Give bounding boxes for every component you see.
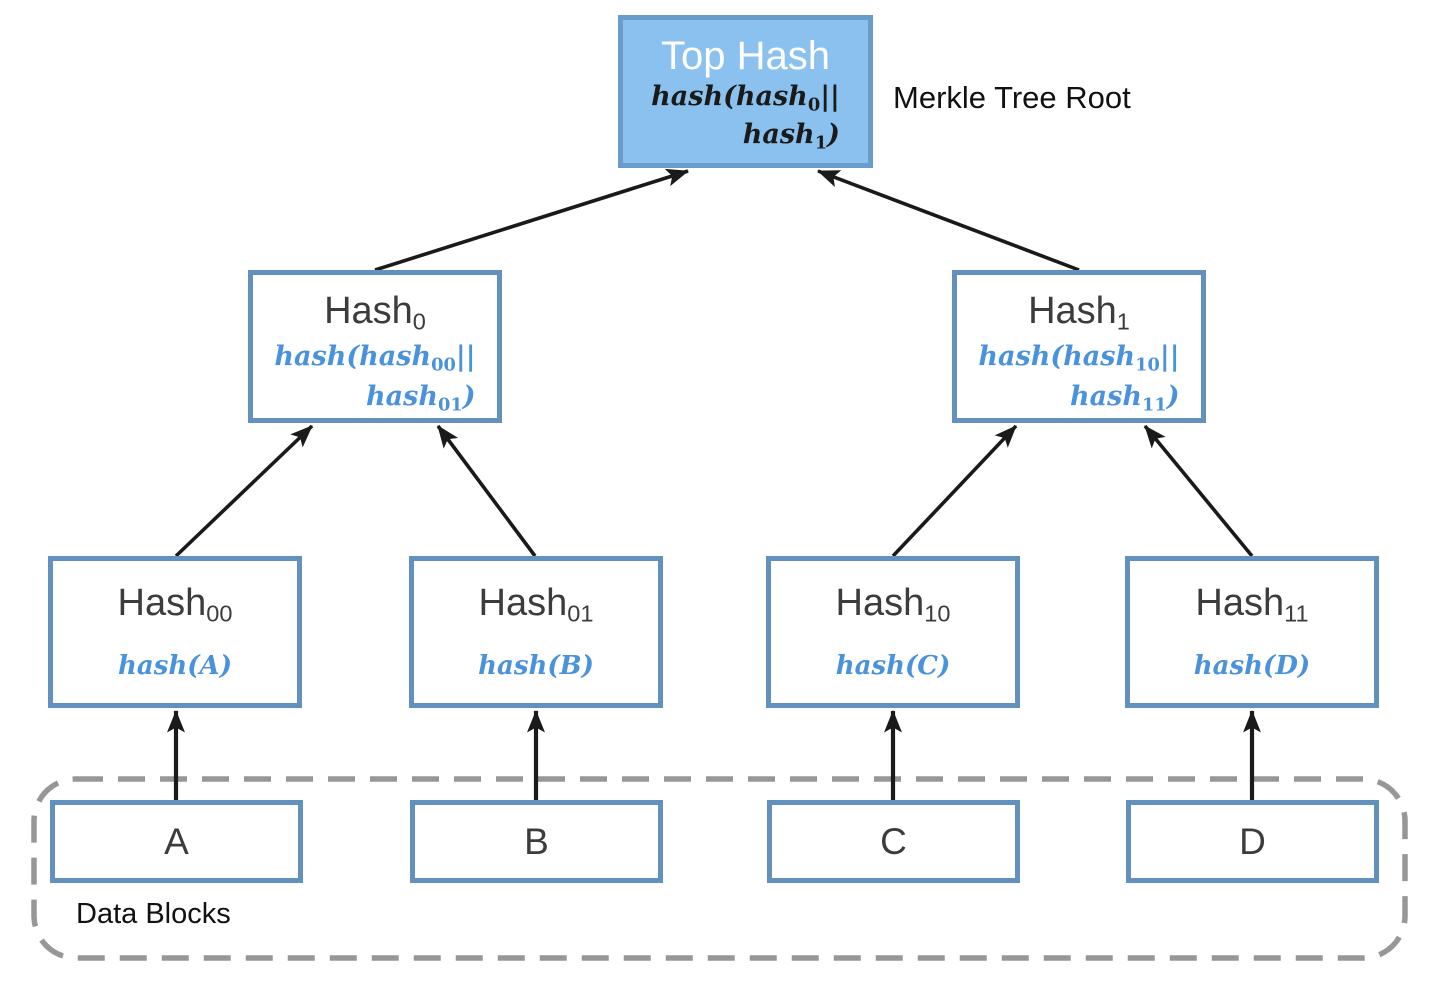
data-block-d-label: D	[1239, 820, 1266, 862]
arrow-hash1-to-top	[817, 169, 1080, 272]
node-hash10: Hash10 hash(C)	[766, 556, 1020, 708]
node-hash10-formula: hash(C)	[835, 650, 951, 681]
node-top-hash-formula: hash(hash0|| hash1)	[651, 81, 840, 154]
node-hash00-title: Hash00	[117, 582, 233, 627]
node-top-hash-title: Top Hash	[661, 34, 830, 78]
data-blocks-group-outline	[31, 776, 1408, 961]
node-hash0-title: Hash0	[324, 290, 426, 335]
node-hash01: Hash01 hash(B)	[409, 556, 663, 708]
node-hash01-title: Hash01	[478, 582, 594, 627]
data-block-c: C	[767, 800, 1020, 883]
node-hash00: Hash00 hash(A)	[48, 556, 302, 708]
arrow-hash01-to-hash0	[436, 424, 537, 558]
node-hash11-formula: hash(D)	[1193, 650, 1311, 681]
data-block-b-label: B	[524, 820, 549, 862]
data-block-d: D	[1126, 800, 1379, 883]
node-hash11-title: Hash11	[1195, 582, 1309, 627]
data-block-a-label: A	[164, 820, 189, 862]
node-hash00-formula: hash(A)	[117, 650, 233, 681]
node-hash1-title: Hash1	[1028, 290, 1130, 335]
arrow-hash00-to-hash0	[174, 424, 314, 558]
data-block-b: B	[410, 800, 663, 883]
node-hash0-formula: hash(hash00|| hash01)	[274, 340, 476, 416]
data-block-c-label: C	[880, 820, 907, 862]
data-blocks-group-label: Data Blocks	[76, 898, 231, 930]
node-hash10-title: Hash10	[835, 582, 951, 627]
node-hash01-formula: hash(B)	[478, 650, 594, 681]
arrow-hash10-to-hash1	[891, 424, 1018, 558]
arrow-hash11-to-hash1	[1143, 424, 1254, 558]
node-hash0: Hash0 hash(hash00|| hash01)	[248, 270, 502, 423]
data-block-a: A	[50, 800, 303, 883]
node-hash1-formula: hash(hash10|| hash11)	[978, 340, 1180, 416]
arrow-hash0-to-top	[374, 168, 689, 272]
node-top-hash: Top Hash hash(hash0|| hash1)	[618, 15, 873, 168]
node-hash11: Hash11 hash(D)	[1125, 556, 1379, 708]
merkle-tree-root-label: Merkle Tree Root	[893, 80, 1131, 115]
node-hash1: Hash1 hash(hash10|| hash11)	[952, 270, 1206, 423]
